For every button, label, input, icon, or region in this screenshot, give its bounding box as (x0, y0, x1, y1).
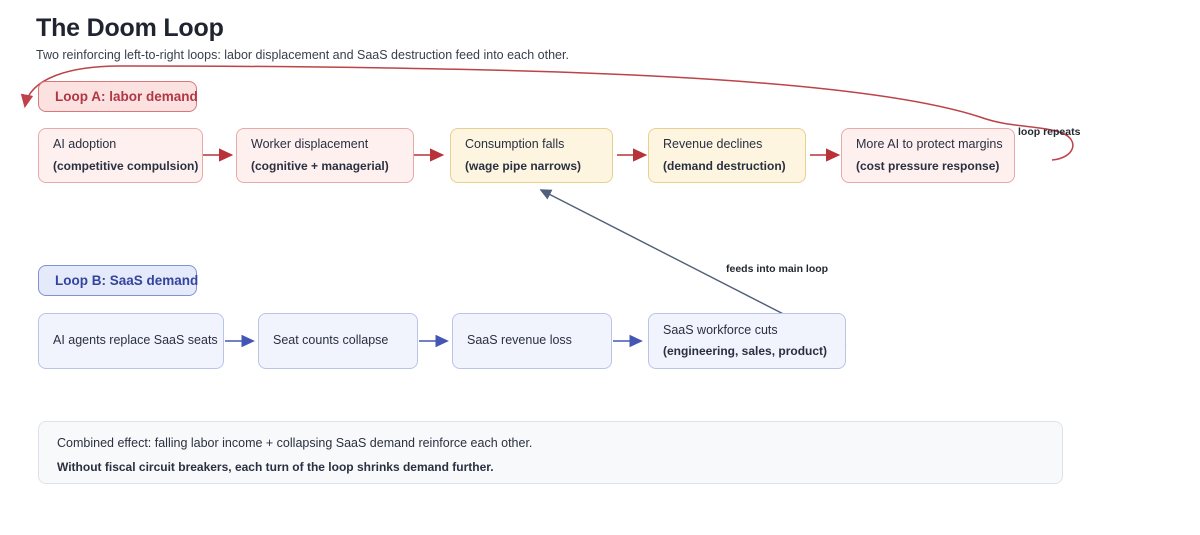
summary-line-1: Combined effect: falling labor income + … (57, 436, 533, 450)
page-title: The Doom Loop (36, 14, 224, 42)
node-saas-revenue-loss[interactable]: SaaS revenue loss (452, 313, 612, 369)
node-line1: SaaS workforce cuts (663, 322, 778, 337)
node-seat-counts-collapse[interactable]: Seat counts collapse (258, 313, 418, 369)
node-line1: AI agents replace SaaS seats (53, 333, 218, 348)
node-line1: AI adoption (53, 137, 117, 152)
node-line2: (wage pipe narrows) (465, 158, 582, 173)
node-line1: More AI to protect margins (856, 137, 1003, 152)
node-line2: (engineering, sales, product) (663, 344, 828, 359)
node-line1: Seat counts collapse (273, 333, 389, 348)
node-revenue-declines[interactable]: Revenue declines (demand destruction) (648, 128, 806, 183)
node-line1: SaaS revenue loss (467, 333, 572, 348)
page-subtitle: Two reinforcing left-to-right loops: lab… (36, 48, 569, 62)
summary-line-2: Without fiscal circuit breakers, each tu… (57, 460, 494, 475)
node-line1: Consumption falls (465, 137, 565, 152)
loop-a-return-path (20, 65, 1074, 161)
node-line2: (demand destruction) (663, 158, 786, 173)
node-consumption-falls[interactable]: Consumption falls (wage pipe narrows) (450, 128, 613, 183)
badge-loop-a[interactable]: Loop A: labor demand (38, 81, 198, 112)
node-ai-agents-replace-seats[interactable]: AI agents replace SaaS seats (38, 313, 224, 369)
node-worker-displacement[interactable]: Worker displacement (cognitive + manager… (236, 128, 414, 183)
node-line2: (competitive compulsion) (53, 158, 199, 173)
node-line2: (cost pressure response) (856, 158, 1000, 173)
node-saas-workforce-cuts[interactable]: SaaS workforce cuts (engineering, sales,… (648, 313, 846, 369)
node-line1: Revenue declines (663, 137, 763, 152)
node-more-ai-margins[interactable]: More AI to protect margins (cost pressur… (841, 128, 1015, 183)
feeds-into-main-loop-label: feeds into main loop (726, 263, 829, 275)
badge-loop-a-label: Loop A: labor demand (55, 89, 198, 104)
summary-panel: Combined effect: falling labor income + … (38, 421, 1063, 484)
loop-repeats-label: loop repeats (1018, 126, 1081, 138)
node-line2: (cognitive + managerial) (251, 158, 389, 173)
badge-loop-b-label: Loop B: SaaS demand (55, 273, 199, 288)
node-line1: Worker displacement (251, 137, 369, 152)
badge-loop-b[interactable]: Loop B: SaaS demand (38, 265, 199, 296)
node-ai-adoption[interactable]: AI adoption (competitive compulsion) (38, 128, 203, 183)
